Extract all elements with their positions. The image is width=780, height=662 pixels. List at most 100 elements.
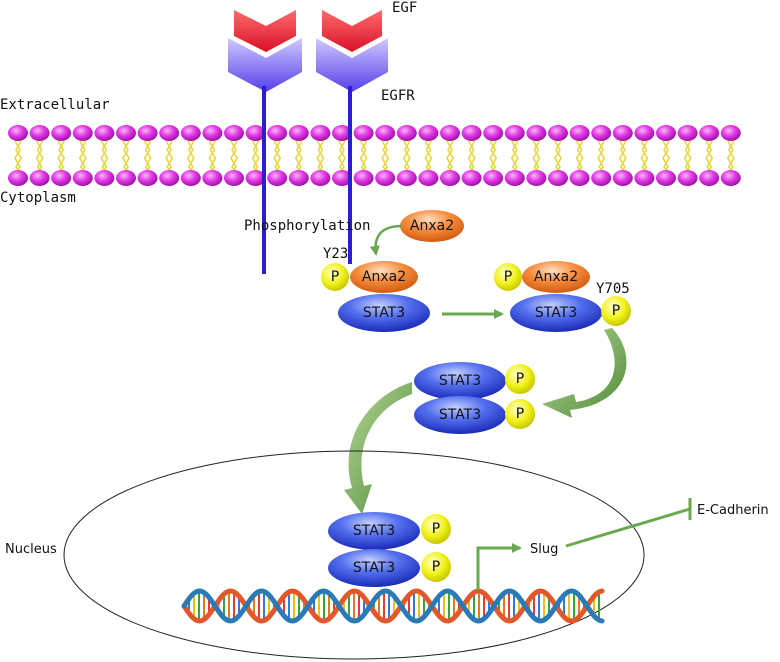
lipid-head	[94, 170, 115, 186]
egf-label: EGF	[392, 0, 417, 16]
lipid-head	[440, 125, 460, 141]
lipid-head	[180, 170, 201, 186]
lipid-tail	[338, 140, 346, 173]
stat3-dimer-bottom-label: STAT3	[439, 407, 481, 423]
lipid-head	[548, 170, 568, 186]
phosphorylation-label: Phosphorylation	[244, 218, 370, 234]
lipid-head	[137, 125, 158, 141]
y705-label: Y705	[596, 281, 630, 297]
lipid-head	[29, 170, 50, 186]
lipid-tail	[705, 140, 714, 173]
slug-label: Slug	[530, 542, 558, 557]
lipid-head	[8, 170, 28, 186]
lipid-head	[612, 170, 633, 186]
lipid-tail	[165, 140, 174, 173]
lipid-head	[116, 125, 136, 141]
lipid-head	[569, 125, 590, 141]
phospho-dimer-bottom-label: P	[516, 406, 524, 422]
lipid-head	[591, 170, 612, 186]
lipid-tail	[662, 140, 670, 173]
phospho-dimer-top-label: P	[516, 371, 524, 387]
lipid-head	[720, 170, 741, 186]
anxa2-complex-1	[350, 261, 418, 293]
nuclear-translocation-arrow	[344, 382, 412, 514]
phospho-y23	[321, 263, 349, 291]
lipid-head	[29, 125, 50, 141]
lipid-head	[375, 125, 396, 141]
dna-helix	[181, 588, 605, 624]
lipid-head	[159, 125, 180, 141]
egfr-label: EGFR	[381, 88, 415, 104]
lipid-tail	[78, 140, 87, 173]
lipid-head	[72, 170, 93, 186]
lipid-head	[677, 125, 698, 141]
nucleus-label: Nucleus	[5, 542, 57, 557]
lipid-head	[267, 170, 288, 186]
phospho-nuclear-top	[421, 514, 451, 544]
lipid-tail	[186, 140, 195, 173]
stat3-complex-1	[338, 294, 430, 332]
lipid-head	[396, 170, 417, 186]
lipid-head	[461, 125, 482, 141]
anxa2-complex-1-label: Anxa2	[362, 269, 406, 285]
lipid-head	[440, 170, 460, 186]
phospho-nuclear-bottom	[421, 552, 451, 582]
lipid-tail	[57, 140, 66, 173]
lipid-head	[699, 170, 720, 186]
anxa2-free-label: Anxa2	[410, 218, 454, 234]
nucleus-outline	[63, 450, 645, 660]
lipid-head	[137, 170, 158, 186]
lipid-head	[267, 125, 288, 141]
lipid-tail	[726, 140, 735, 173]
lipid-tail	[554, 140, 562, 173]
lipid-head	[245, 125, 266, 141]
anxa2-complex-2-label: Anxa2	[534, 269, 578, 285]
lipid-head	[418, 125, 439, 141]
lipid-tail	[510, 140, 519, 173]
stat3-nuclear-bottom-label: STAT3	[353, 560, 395, 576]
lipid-head	[699, 125, 720, 141]
lipid-tail	[316, 140, 325, 173]
lipid-tail	[618, 140, 627, 173]
lipid-tail	[489, 140, 498, 173]
phospho-y705-label: P	[612, 303, 620, 319]
lipid-head	[310, 170, 331, 186]
anxa2-complex-2	[522, 261, 590, 293]
lipid-head	[332, 125, 352, 141]
lipid-tail	[143, 140, 152, 173]
phospho-y705	[601, 296, 631, 326]
lipid-tail	[100, 140, 109, 173]
lipid-head	[375, 170, 396, 186]
stat3-dimer-bottom	[414, 396, 506, 434]
lipid-tail	[230, 140, 238, 173]
lipid-head	[569, 170, 590, 186]
lipid-tail	[381, 140, 390, 173]
lipid-head	[612, 125, 633, 141]
lipid-head	[656, 170, 676, 186]
lipid-head	[94, 125, 115, 141]
lipid-head	[202, 125, 223, 141]
stat3-dimer-top	[414, 362, 506, 400]
lipid-head	[116, 170, 136, 186]
stat3-nuclear-bottom	[328, 549, 420, 587]
lipid-head	[224, 125, 244, 141]
stat3-complex-2-label: STAT3	[535, 305, 577, 321]
extracellular-label: Extracellular	[0, 97, 110, 113]
lipid-tail	[251, 140, 260, 173]
lipid-head	[51, 170, 72, 186]
stat3-nuclear-top	[328, 512, 420, 550]
dna-strand	[181, 588, 605, 624]
stat3-complex-2	[510, 294, 602, 332]
lipid-tail	[208, 140, 217, 173]
lipid-head	[353, 170, 374, 186]
lipid-head	[504, 170, 525, 186]
lipid-head	[483, 125, 504, 141]
lipid-head	[8, 125, 28, 141]
lipid-head	[418, 170, 439, 186]
lipid-head	[396, 125, 417, 141]
anxa2-binding-arrow	[369, 224, 403, 256]
lipid-head	[310, 125, 331, 141]
lipid-head	[526, 125, 547, 141]
lipid-tail	[467, 140, 476, 173]
